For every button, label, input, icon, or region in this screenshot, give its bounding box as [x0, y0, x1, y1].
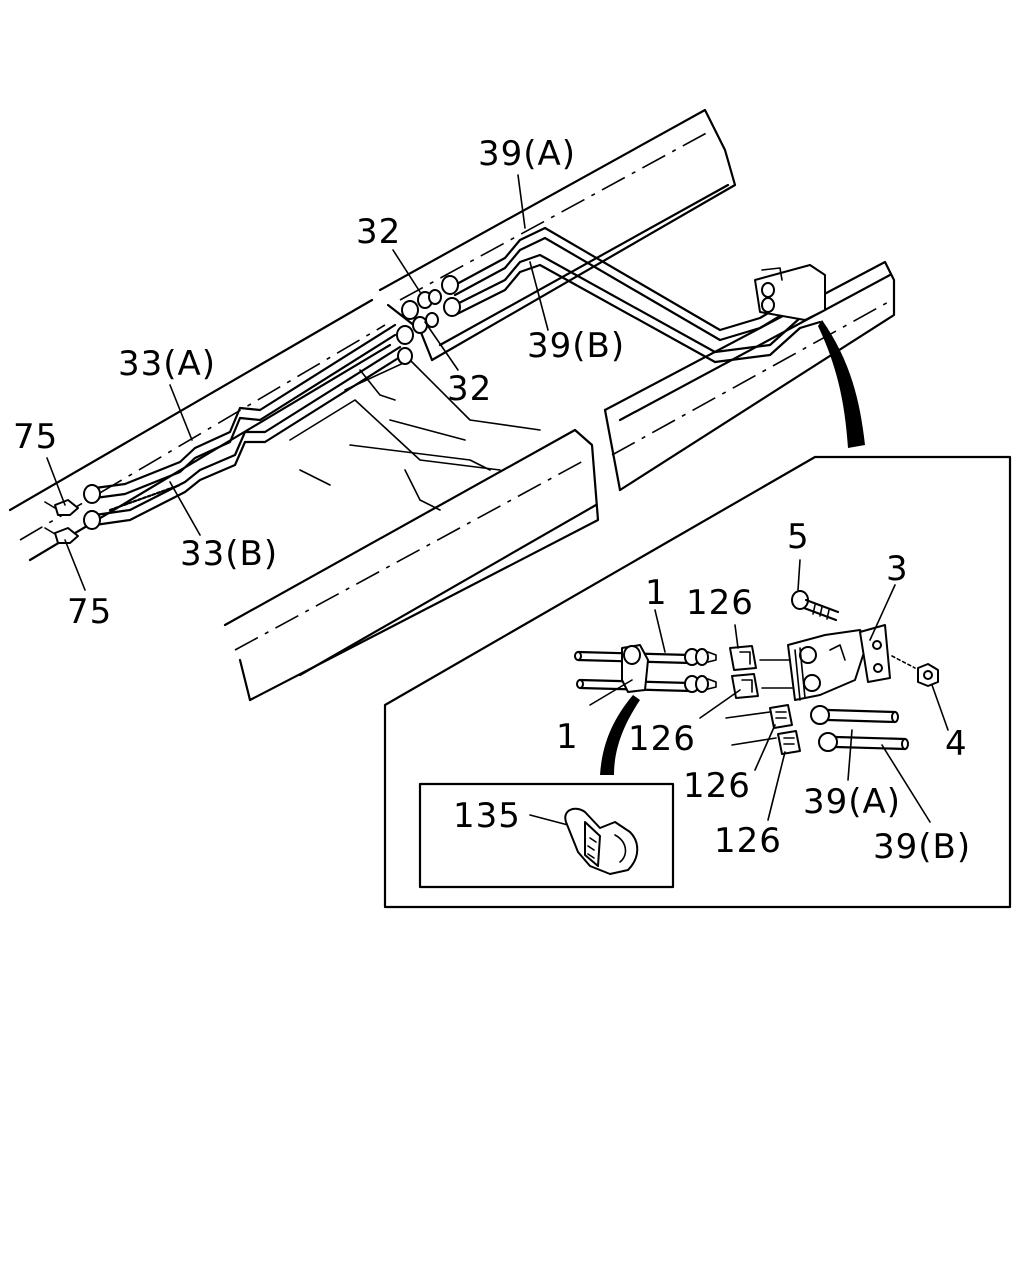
label-1-bottom: 1: [556, 717, 579, 757]
detail-box: [383, 455, 1012, 909]
detail-pointer-upper: [818, 320, 865, 448]
pipe-bracket-main: [754, 264, 826, 321]
leader-lines: [46, 174, 949, 826]
label-126-bottom: 126: [714, 821, 782, 861]
label-39a-top: 39(A): [478, 134, 576, 174]
label-32-top: 32: [356, 212, 401, 252]
detail-pointer-lower: [600, 695, 640, 775]
label-4: 4: [945, 724, 968, 764]
union-fittings-32: [396, 275, 461, 365]
label-32-bottom: 32: [447, 369, 492, 409]
label-126-top: 126: [686, 583, 754, 623]
clips-75: [44, 484, 101, 544]
label-39a-detail: 39(A): [803, 782, 901, 822]
label-33a: 33(A): [118, 344, 216, 384]
label-135: 135: [453, 796, 521, 836]
label-33b: 33(B): [180, 534, 278, 574]
label-39b-top: 39(B): [527, 326, 625, 366]
label-75-bottom: 75: [67, 592, 112, 632]
label-5: 5: [787, 517, 810, 557]
label-75-top: 75: [13, 417, 58, 457]
part-labels: 39(A) 32 39(B) 32 33(A) 75 33(B) 75 5 3 …: [13, 134, 971, 867]
label-126-mid: 126: [628, 719, 696, 759]
label-3: 3: [886, 549, 909, 589]
inset-box-clip-135: [418, 782, 675, 889]
label-1-top: 1: [645, 573, 668, 613]
label-126-low: 126: [683, 766, 751, 806]
label-39b-detail: 39(B): [873, 827, 971, 867]
detail-parts: [574, 590, 939, 755]
